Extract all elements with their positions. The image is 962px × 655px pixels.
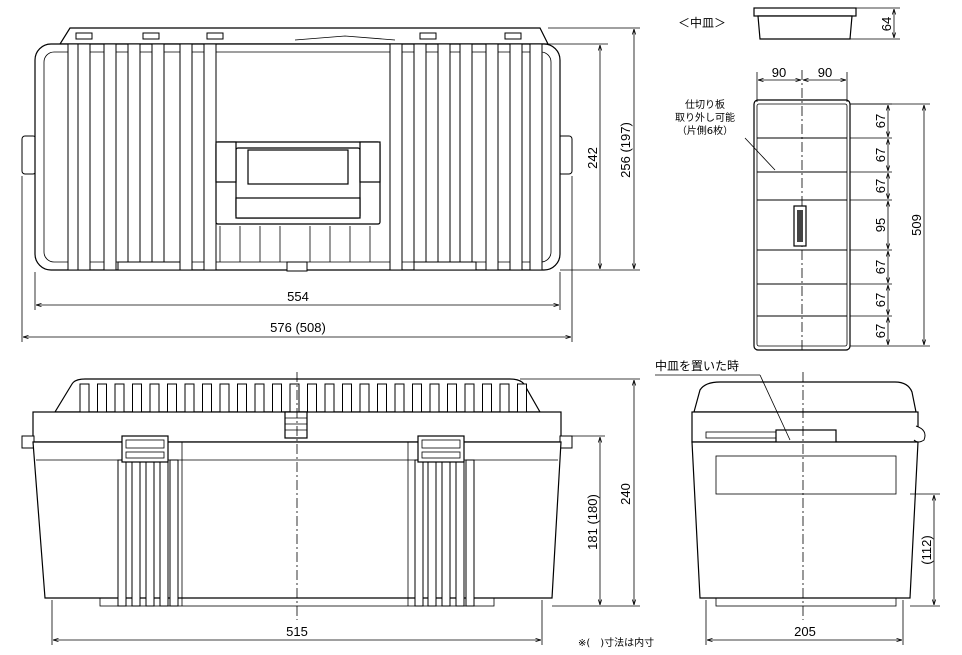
dim-181: 181 (180)	[585, 494, 600, 550]
tray-top-view: 90 90 509 67 67 67 95 67 67 67 仕切り板 取り外し可能 （片側…	[675, 65, 930, 352]
top-view: 554 576 (508) 242 256 (197)	[21, 27, 640, 342]
dim-64: 64	[879, 17, 894, 31]
dim-205: 205	[794, 624, 816, 639]
divider-note-3: （片側6枚）	[677, 124, 733, 137]
tray-row-dim: 67	[873, 179, 888, 193]
divider-note-2: 取り外し可能	[675, 111, 735, 124]
tray-row-dim: 67	[873, 260, 888, 274]
tray-row-dim: 67	[873, 148, 888, 162]
dim-256: 256 (197)	[618, 122, 633, 178]
dim-240: 240	[618, 483, 633, 505]
divider-note-1: 仕切り板	[685, 98, 725, 111]
dim-112: (112)	[919, 535, 934, 564]
tray-row-dim: 67	[873, 324, 888, 338]
tray-side-view: ＜中皿＞ 64	[678, 7, 900, 40]
tray-row-dim: 67	[873, 114, 888, 128]
dim-90-right: 90	[818, 65, 832, 80]
dim-515: 515	[286, 624, 308, 639]
dim-242: 242	[585, 147, 600, 169]
dim-554: 554	[287, 289, 309, 304]
dim-90-left: 90	[772, 65, 786, 80]
front-view: 515 181 (180) 240	[21, 372, 640, 645]
dim-509: 509	[909, 214, 924, 236]
tray-placed-label: 中皿を置いた時	[655, 358, 739, 373]
dim-576: 576 (508)	[270, 320, 326, 335]
inner-dimension-note: ※( )寸法は内寸	[578, 636, 654, 649]
tray-row-dim: 67	[873, 293, 888, 307]
tray-title: ＜中皿＞	[678, 15, 726, 30]
side-view: 中皿を置いた時 205 (112)	[655, 358, 940, 645]
tray-row-dim: 95	[873, 218, 888, 232]
